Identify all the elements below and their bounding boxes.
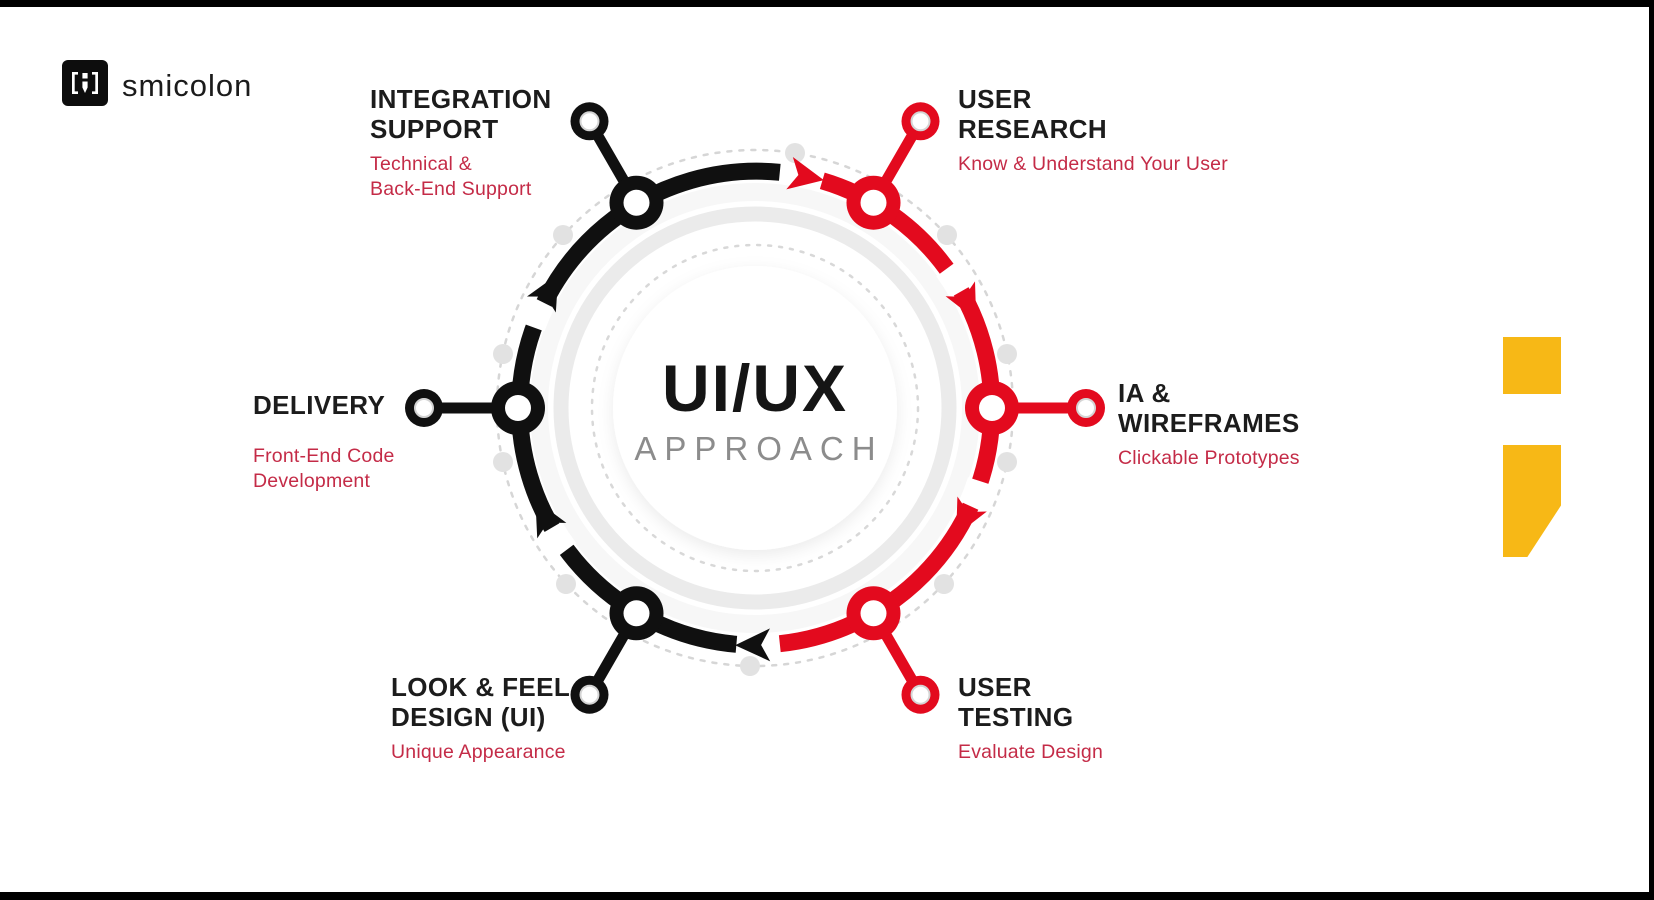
arrow-mid-red-upper-icon: [945, 281, 977, 321]
stage-subtitle: Evaluate Design: [958, 741, 1104, 763]
inner-gray-ring: [553, 206, 957, 610]
stage-subtitle: Unique Appearance: [391, 741, 566, 763]
frame-right-bar: [1649, 0, 1654, 900]
semicolon-comma-icon: [1503, 445, 1561, 557]
satellite-user-testing: [901, 675, 940, 714]
arc-gaps: [520, 261, 993, 559]
stage-title: USER RESEARCH: [958, 84, 1108, 144]
node-user-testing: [846, 586, 901, 641]
node-delivery: [491, 381, 545, 435]
arrow-mid-black-lower-icon: [535, 499, 567, 539]
stage-title: LOOK & FEEL DESIGN (UI): [391, 672, 571, 732]
satellite-integration-support: [570, 102, 609, 141]
node-integration-support: [609, 175, 664, 230]
frame-bottom-bar: [0, 892, 1654, 900]
page-subtitle: APPROACH: [634, 430, 884, 467]
node-ia-wireframes: [965, 381, 1019, 435]
decorative-dots: [493, 143, 1017, 676]
inner-dashed-circle: [590, 243, 920, 573]
satellite-user-research: [901, 102, 940, 141]
flow-arrows: [526, 157, 987, 662]
satellite-nodes: [405, 102, 1105, 714]
center-title-block: UI/UX APPROACH: [555, 355, 955, 468]
stage-label-delivery: DELIVERY Front-End Code Development: [253, 390, 395, 494]
stage-label-user-research: USER RESEARCH Know & Understand Your Use…: [958, 84, 1228, 177]
stage-subtitle: Know & Understand Your User: [958, 153, 1228, 175]
stage-label-user-testing: USER TESTING Evaluate Design: [958, 672, 1103, 765]
semicolon-dot-icon: [1503, 337, 1561, 394]
stage-subtitle: Front-End Code Development: [253, 445, 395, 492]
brand-name: smicolon: [122, 67, 253, 103]
stage-label-ia-wireframes: IA & WIREFRAMES Clickable Prototypes: [1118, 378, 1300, 471]
arrow-mid-red-lower-icon: [956, 496, 987, 536]
arrow-start-black-icon: [735, 628, 771, 662]
arrow-mid-black-upper-icon: [526, 273, 559, 313]
arrow-start-red-icon: [786, 157, 824, 190]
brand-logo: smicolon: [62, 60, 252, 111]
page-title: UI/UX: [661, 351, 849, 425]
satellite-ia-wireframes: [1067, 389, 1105, 427]
node-look-feel-design: [609, 586, 664, 641]
node-user-research: [846, 175, 901, 230]
semicolon-brackets-icon: [62, 60, 108, 111]
yellow-semicolon-accent: [1503, 337, 1561, 557]
stage-title: USER TESTING: [958, 672, 1074, 732]
stage-title: DELIVERY: [253, 390, 386, 420]
ring-nodes: [491, 175, 1019, 641]
satellite-look-feel-design: [570, 675, 609, 714]
stage-title: INTEGRATION SUPPORT: [370, 84, 552, 144]
satellite-delivery: [405, 389, 443, 427]
stage-title: IA & WIREFRAMES: [1118, 378, 1300, 438]
stage-label-look-feel-design: LOOK & FEEL DESIGN (UI) Unique Appearanc…: [391, 672, 570, 765]
stage-subtitle: Technical & Back-End Support: [370, 153, 532, 200]
frame-top-bar: [0, 0, 1654, 7]
center-disc: [613, 266, 897, 550]
stage-label-integration-support: INTEGRATION SUPPORT Technical & Back-End…: [370, 84, 552, 202]
stage-subtitle: Clickable Prototypes: [1118, 447, 1300, 469]
